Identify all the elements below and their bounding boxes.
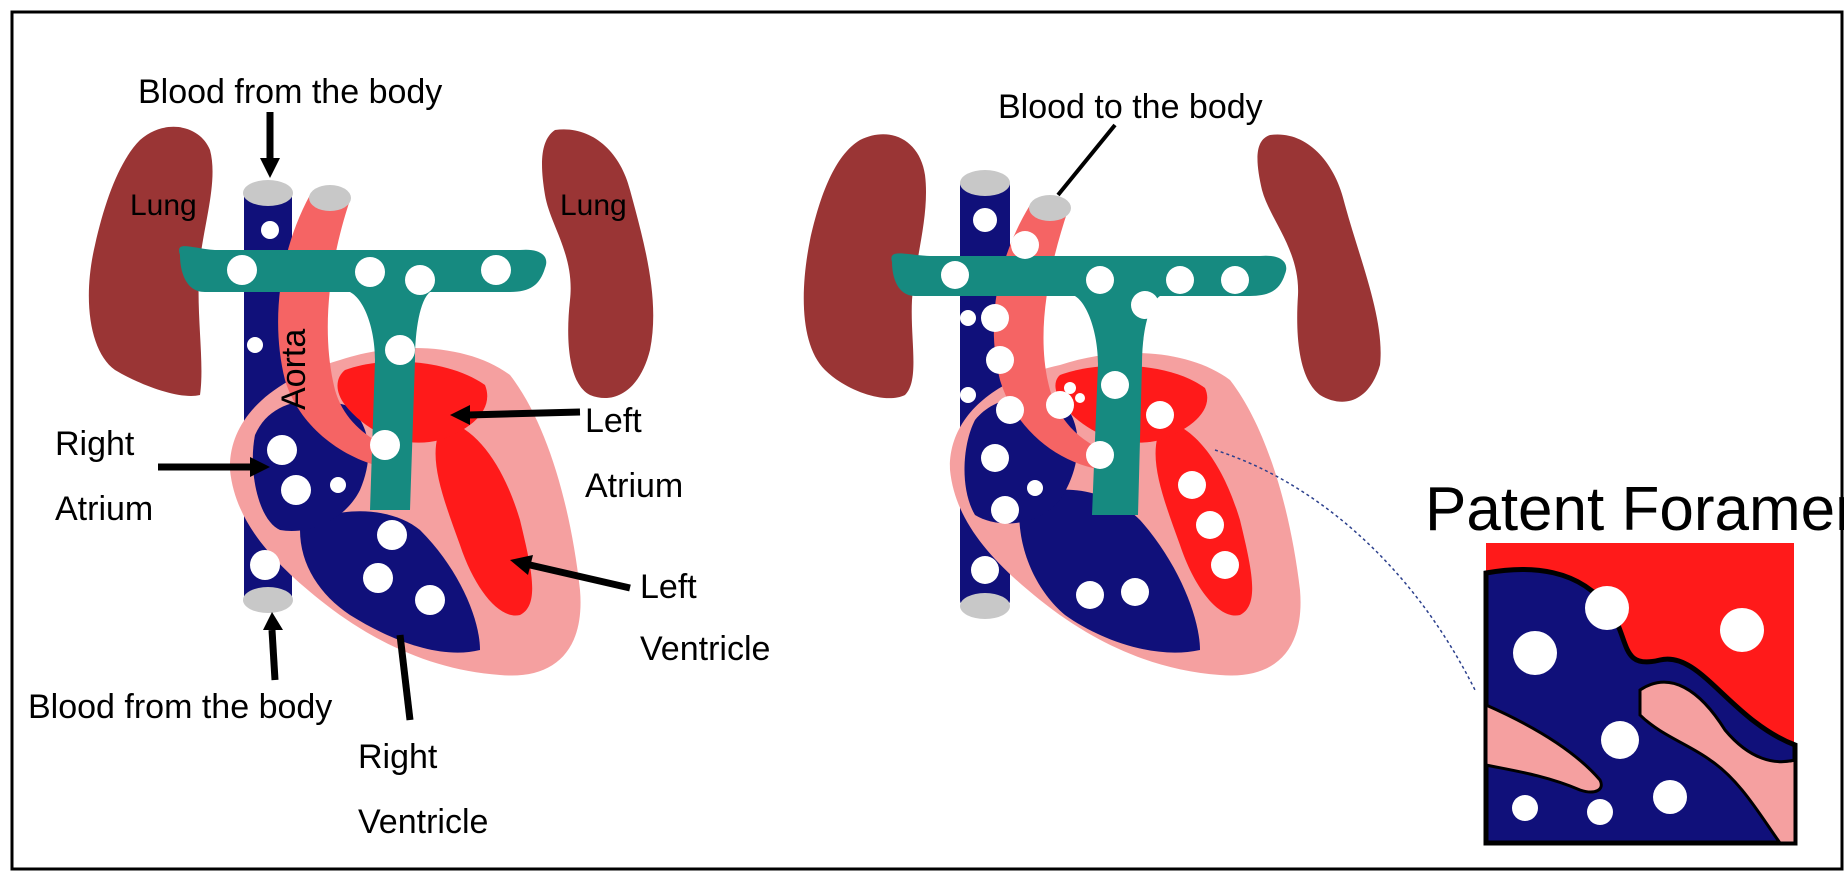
label-right-ventricle-2: Ventricle: [358, 803, 488, 841]
vena-cava-top-cap: [243, 180, 293, 206]
label-right-ventricle-1: Right: [358, 738, 438, 776]
label-blood-from-body-top: Blood from the body: [138, 73, 442, 111]
aorta-cap: [309, 185, 351, 211]
label-left-ventricle-2: Ventricle: [640, 630, 770, 668]
arrow-left-atrium: [468, 412, 580, 415]
label-lung-right: Lung: [560, 189, 627, 222]
right-diagram-vena-cava-bottom-cap: [960, 593, 1010, 619]
pfo-inset-title: Patent Foramen Ovale: [1425, 475, 1844, 544]
label-lung-left: Lung: [130, 189, 197, 222]
label-left-ventricle-1: Left: [640, 568, 697, 606]
label-right-atrium-1: Right: [55, 425, 135, 463]
label-blood-from-body-bottom: Blood from the body: [28, 688, 332, 726]
right-diagram-vena-cava-top-cap: [960, 170, 1010, 196]
label-left-atrium-1: Left: [585, 402, 642, 440]
arrow-bottom-blood: [272, 630, 275, 680]
right-diagram-aorta-cap: [1029, 195, 1071, 221]
pfo-inset: Patent Foramen Ovale: [1425, 475, 1844, 843]
label-aorta: Aorta: [275, 329, 313, 410]
vena-cava-bottom-cap: [243, 587, 293, 613]
label-right-atrium-2: Atrium: [55, 490, 153, 528]
label-left-atrium-2: Atrium: [585, 467, 683, 505]
label-blood-to-body: Blood to the body: [998, 88, 1263, 126]
